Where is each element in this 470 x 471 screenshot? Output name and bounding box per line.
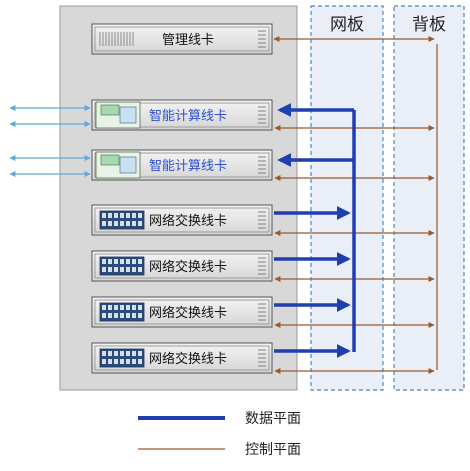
mesh-board-panel	[310, 5, 384, 391]
chip-icon	[100, 104, 120, 116]
mesh-board-label: 网板	[330, 15, 364, 35]
processor-icon	[119, 156, 137, 174]
network-port-icon	[132, 259, 136, 264]
network-port-icon	[114, 359, 118, 364]
network-port-icon	[138, 221, 142, 226]
card-inner-frame	[94, 152, 270, 178]
card-inner-frame	[94, 345, 270, 371]
card-label: 智能计算线卡	[149, 159, 227, 174]
management-card: 管理线卡	[91, 23, 273, 55]
card-label: 网络交换线卡	[149, 213, 227, 229]
compute-card: 智能计算线卡	[91, 99, 273, 131]
network-port-icon	[126, 313, 130, 318]
card-inner-frame	[94, 299, 270, 325]
card-label: 管理线卡	[162, 33, 214, 48]
network-port-icon	[138, 267, 142, 272]
switch-card: 网络交换线卡	[91, 250, 273, 282]
network-port-icon	[120, 305, 124, 310]
network-port-icon	[132, 351, 136, 356]
backplane-label: 背板	[412, 15, 446, 35]
network-port-icon	[132, 305, 136, 310]
card-inner-frame	[94, 207, 270, 233]
network-port-icon	[102, 221, 106, 226]
network-port-icon	[132, 267, 136, 272]
network-port-icon	[138, 213, 142, 218]
network-port-icon	[102, 313, 106, 318]
network-port-icon	[132, 221, 136, 226]
data-plane-lines	[274, 103, 356, 358]
backplane-panel	[393, 5, 465, 391]
network-port-icon	[114, 267, 118, 272]
card-label: 网络交换线卡	[149, 305, 227, 321]
network-port-icon	[126, 213, 130, 218]
network-port-icon	[126, 305, 130, 310]
network-port-icon	[120, 259, 124, 264]
card-body	[91, 23, 273, 55]
network-port-icon	[120, 213, 124, 218]
network-port-icon	[138, 359, 142, 364]
chassis	[59, 5, 298, 391]
network-port-icon	[102, 213, 106, 218]
chip-icon	[100, 154, 120, 166]
network-port-icon	[132, 213, 136, 218]
network-port-icon	[138, 351, 142, 356]
network-port-icon	[108, 267, 112, 272]
network-port-icon	[120, 351, 124, 356]
network-port-icon	[114, 305, 118, 310]
network-port-icon	[126, 259, 130, 264]
processor-icon	[119, 106, 137, 124]
network-port-icon	[108, 259, 112, 264]
network-port-icon	[126, 351, 130, 356]
switch-card: 网络交换线卡	[91, 296, 273, 328]
network-port-icon	[126, 221, 130, 226]
network-port-icon	[108, 313, 112, 318]
network-port-icon	[138, 259, 142, 264]
switch-card: 网络交换线卡	[91, 204, 273, 236]
network-port-icon	[126, 359, 130, 364]
network-port-icon	[108, 305, 112, 310]
network-port-icon	[108, 213, 112, 218]
network-port-icon	[120, 359, 124, 364]
card-label: 网络交换线卡	[149, 351, 227, 367]
card-inner-frame	[94, 26, 270, 52]
network-port-icon	[108, 359, 112, 364]
network-port-icon	[132, 359, 136, 364]
network-port-icon	[102, 259, 106, 264]
network-port-icon	[102, 351, 106, 356]
network-port-icon	[108, 221, 112, 226]
network-port-icon	[114, 259, 118, 264]
network-port-icon	[120, 221, 124, 226]
legend: 数据平面 控制平面	[138, 411, 301, 458]
network-port-icon	[114, 221, 118, 226]
network-port-icon	[114, 213, 118, 218]
card-inner-frame	[94, 253, 270, 279]
network-port-icon	[132, 313, 136, 318]
network-port-icon	[120, 313, 124, 318]
network-port-icon	[126, 267, 130, 272]
switch-card: 网络交换线卡	[91, 342, 273, 374]
network-port-icon	[102, 359, 106, 364]
card-label: 智能计算线卡	[149, 109, 227, 124]
network-port-icon	[102, 267, 106, 272]
network-port-icon	[120, 267, 124, 272]
network-port-icon	[114, 351, 118, 356]
legend-control-plane-label: 控制平面	[245, 442, 301, 458]
legend-data-plane-label: 数据平面	[245, 411, 301, 427]
network-port-icon	[102, 305, 106, 310]
network-port-icon	[114, 313, 118, 318]
card-label: 网络交换线卡	[149, 259, 227, 275]
compute-card: 智能计算线卡	[91, 149, 273, 181]
card-inner-frame	[94, 102, 270, 128]
external-links	[9, 105, 91, 177]
network-port-icon	[138, 313, 142, 318]
network-port-icon	[108, 351, 112, 356]
network-port-icon	[138, 305, 142, 310]
